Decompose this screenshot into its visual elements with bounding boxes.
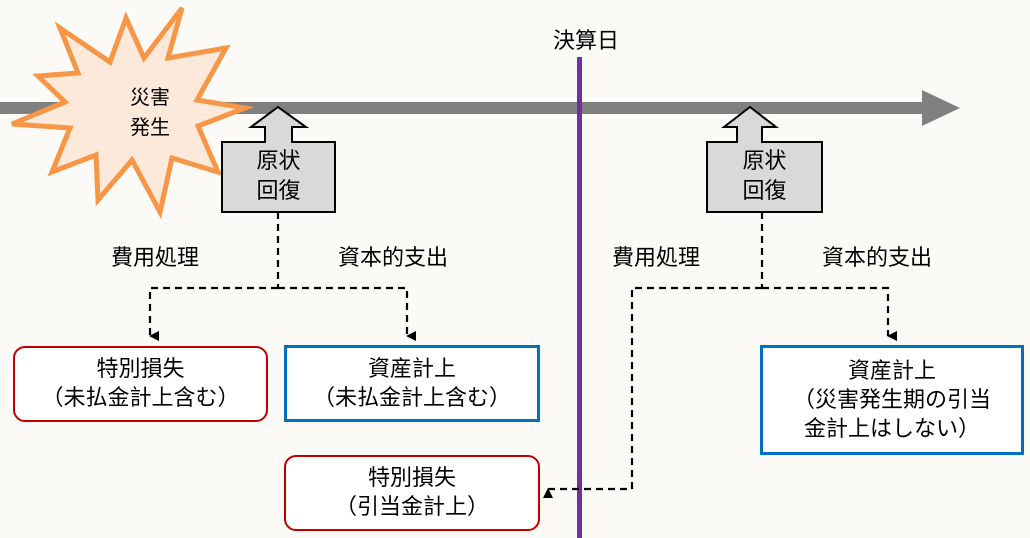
box-line2: （未払金計上含む） xyxy=(41,386,240,411)
restore-line2: 回復 xyxy=(256,179,301,204)
restore-block-arrow-before xyxy=(221,105,336,213)
fiscal-closing-label: 決算日 xyxy=(552,29,619,54)
box-line2: （未払金計上含む） xyxy=(312,385,511,411)
branch-connector-before xyxy=(148,212,416,341)
restore-line1: 原状 xyxy=(742,149,787,174)
asset-box-after: 資産計上 （災害発生期の引当 金計上はしない） xyxy=(760,345,1024,455)
restore-line2: 回復 xyxy=(742,179,787,204)
restore-block-arrow-after xyxy=(706,105,823,213)
box-line1: 資産計上 xyxy=(847,358,936,384)
restore-line1: 原状 xyxy=(256,149,301,174)
box-line1: 特別損失 xyxy=(367,466,456,491)
box-line2: （引当金計上） xyxy=(334,495,489,520)
disaster-event-line1: 災害 xyxy=(130,85,170,109)
box-line1: 資産計上 xyxy=(367,356,456,382)
box-line2: （災害発生期の引当 xyxy=(792,387,991,413)
box-line1: 特別損失 xyxy=(96,357,185,382)
special-loss-box-before: 特別損失 （未払金計上含む） xyxy=(13,346,268,422)
disaster-event-label: 災害 発生 xyxy=(110,82,190,142)
box-line3: 金計上はしない） xyxy=(803,416,980,442)
starburst-icon xyxy=(11,6,255,220)
capital-branch-label-after: 資本的支出 xyxy=(821,246,932,271)
branch-connector-after xyxy=(543,212,897,498)
capital-branch-label-before: 資本的支出 xyxy=(337,246,448,271)
restore-label-before: 原状 回復 xyxy=(222,147,335,207)
restore-label-after: 原状 回復 xyxy=(707,147,822,207)
disaster-event-line2: 発生 xyxy=(130,115,170,139)
expense-branch-label-before: 費用処理 xyxy=(110,246,199,271)
expense-branch-label-after: 費用処理 xyxy=(611,246,700,271)
asset-box-before: 資産計上 （未払金計上含む） xyxy=(284,345,540,422)
special-loss-box-after: 特別損失 （引当金計上） xyxy=(284,455,540,531)
fiscal-closing-line xyxy=(577,57,582,538)
